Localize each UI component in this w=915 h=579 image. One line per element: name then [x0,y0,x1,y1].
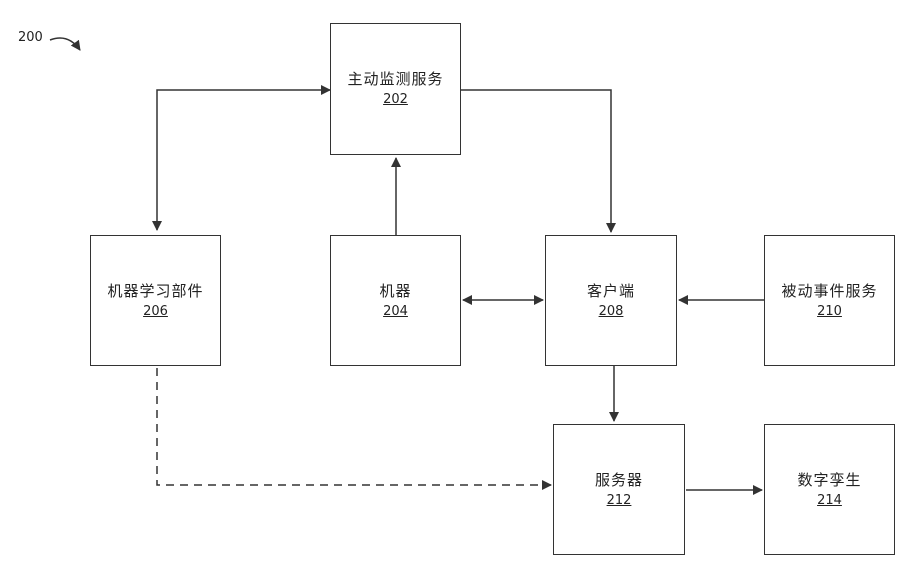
figure-pointer-arrow [50,38,80,50]
box-reference-number: 208 [599,303,624,321]
box-label: 主动监测服务 [347,69,443,89]
box-client: 客户端 208 [545,235,677,366]
box-label: 服务器 [595,470,643,490]
box-server: 服务器 212 [553,424,685,555]
box-reference-number: 214 [817,492,842,510]
connector-ml-to-active-monitor [157,90,330,230]
box-label: 机器 [379,281,411,301]
box-label: 数字孪生 [797,470,861,490]
box-reference-number: 212 [607,492,632,510]
connector-active-monitor-to-client [461,90,611,232]
box-label: 被动事件服务 [781,281,877,301]
box-digital-twin: 数字孪生 214 [764,424,895,555]
box-reference-number: 202 [383,91,408,109]
box-machine: 机器 204 [330,235,461,366]
box-reference-number: 210 [817,303,842,321]
connector-ml-to-server-dashed [157,368,551,485]
box-machine-learning-component: 机器学习部件 206 [90,235,221,366]
box-reference-number: 204 [383,303,408,321]
box-reference-number: 206 [143,303,168,321]
box-passive-event-service: 被动事件服务 210 [764,235,895,366]
box-label: 客户端 [587,281,635,301]
box-active-monitoring-service: 主动监测服务 202 [330,23,461,155]
box-label: 机器学习部件 [107,281,203,301]
